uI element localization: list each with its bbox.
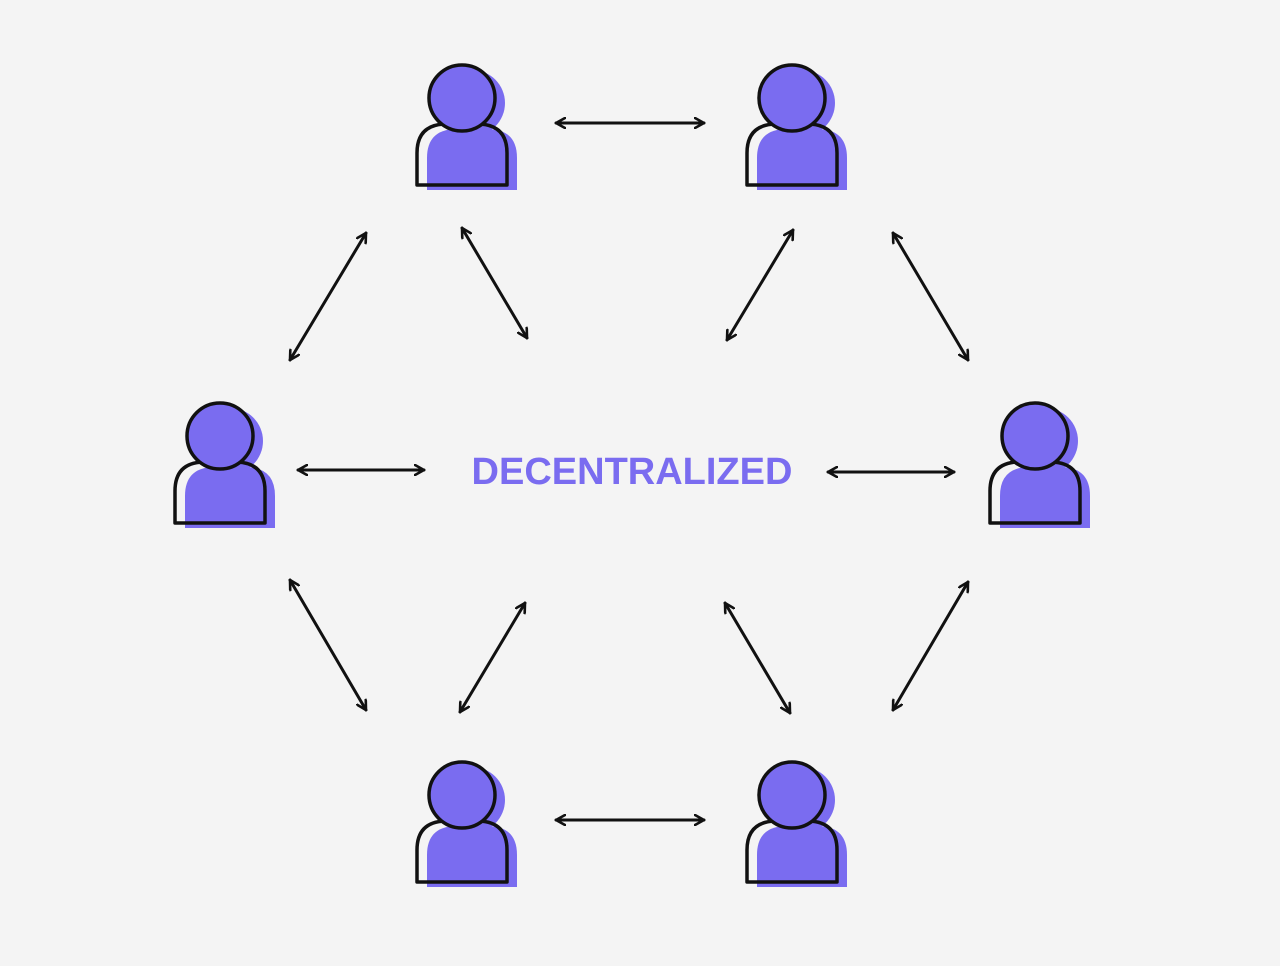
arrow-top-right-to-center	[725, 228, 795, 342]
arrow-center-to-bottom-right	[723, 601, 792, 715]
connections-layer	[288, 123, 970, 820]
center-label: DECENTRALIZED	[472, 451, 793, 493]
arrow-top-left-to-middle-left	[288, 231, 368, 362]
nodes-layer	[173, 63, 1090, 887]
arrow-middle-right-to-bottom-right	[891, 580, 970, 712]
person-icon	[415, 760, 517, 887]
arrow-middle-left-to-bottom-left	[288, 578, 368, 712]
arrow-center-to-bottom-left	[458, 601, 527, 714]
arrow-top-right-to-middle-right	[891, 231, 970, 362]
person-icon	[415, 63, 517, 190]
person-icon	[988, 401, 1090, 528]
person-icon	[745, 63, 847, 190]
person-icon	[745, 760, 847, 887]
arrow-top-left-to-center	[460, 226, 529, 340]
person-icon	[173, 401, 275, 528]
